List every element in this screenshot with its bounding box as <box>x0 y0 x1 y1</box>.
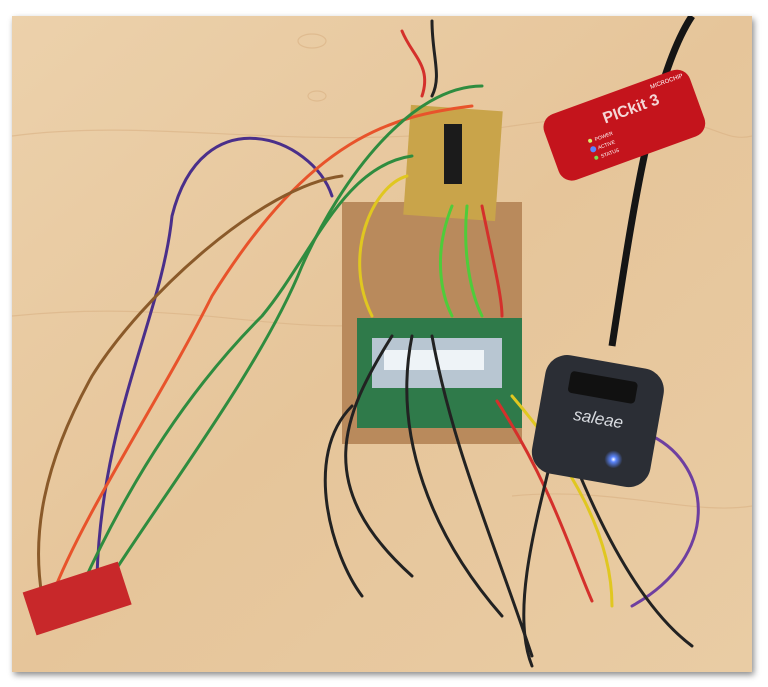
red-mcu-board <box>22 561 132 636</box>
pickit3-programmer: PICkit 3 MICROCHIP POWER ACTIVE STATUS <box>543 69 706 181</box>
jumper-wires <box>37 19 700 668</box>
pic-chip <box>444 124 462 184</box>
photo-electronics-workbench: PICkit 3 MICROCHIP POWER ACTIVE STATUS s… <box>12 16 752 672</box>
saleae-logic-analyzer: saleae <box>531 355 664 488</box>
